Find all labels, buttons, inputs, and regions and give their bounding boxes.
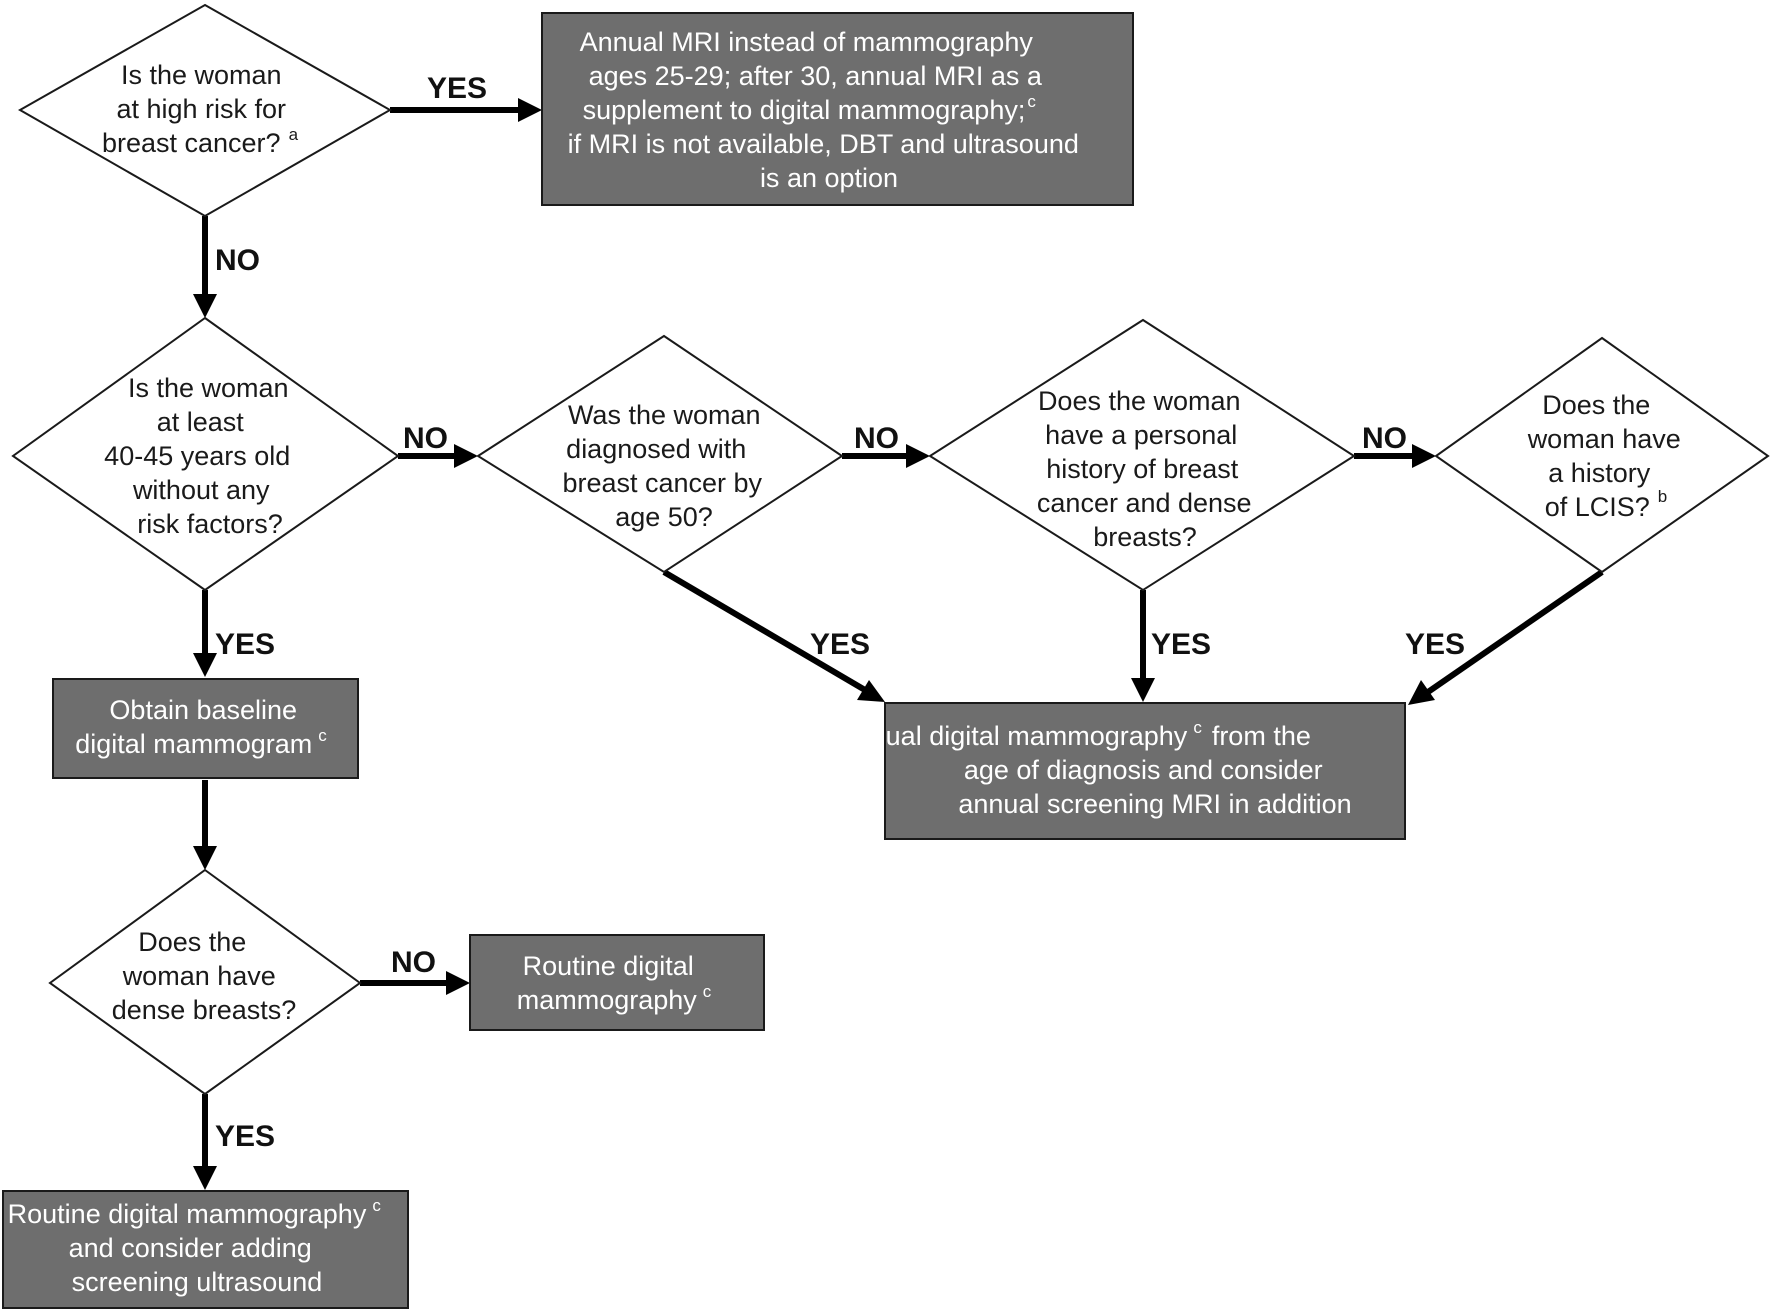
q-text: woman have bbox=[122, 961, 276, 991]
action-text: age of diagnosis and consider bbox=[964, 755, 1323, 785]
action-text: Obtain baseline bbox=[109, 695, 297, 725]
label-yes-dense: YES bbox=[215, 1120, 275, 1153]
footnote-marker: c bbox=[318, 726, 327, 745]
decision-diagnosed: Was the woman diagnosed with breast canc… bbox=[476, 334, 844, 574]
label-yes-age: YES bbox=[215, 628, 275, 661]
q-text: 40-45 years old bbox=[104, 441, 290, 471]
action-text: ages 25-29; after 30, annual MRI as a bbox=[589, 61, 1043, 91]
action-text: digital mammogram bbox=[75, 729, 312, 759]
q-text: risk factors? bbox=[137, 509, 283, 539]
label-yes-diagnosed: YES bbox=[810, 628, 870, 661]
svg-text:Obtain baseline digital: Obtain baseline digital mammogram c bbox=[75, 695, 327, 759]
footnote-marker: c bbox=[372, 1196, 381, 1215]
label-no-diagnosed: NO bbox=[854, 422, 899, 455]
q-text: at least bbox=[157, 407, 245, 437]
arrow-diagnosed-no bbox=[842, 444, 930, 468]
q-text: at high risk for bbox=[116, 94, 286, 124]
q-text: Is the woman bbox=[121, 60, 282, 90]
label-no-age: NO bbox=[403, 422, 448, 455]
action-baseline: Obtain baseline digital mammogram c bbox=[52, 678, 359, 779]
action-text: if MRI is not available, DBT and ultraso… bbox=[568, 129, 1079, 159]
q-text: without any bbox=[132, 475, 270, 505]
action-text: Annual MRI instead of mammography bbox=[580, 27, 1034, 57]
arrow-highrisk-yes bbox=[390, 98, 542, 122]
label-yes-personal: YES bbox=[1151, 628, 1211, 661]
action-text: is an option bbox=[760, 163, 898, 193]
decision-lcis: Does the woman have a history of LCIS? b bbox=[1434, 336, 1770, 574]
footnote-marker: c bbox=[1193, 718, 1202, 737]
arrow-age-yes bbox=[193, 590, 217, 677]
arrow-lcis-yes bbox=[1408, 569, 1604, 705]
q-text: have a personal bbox=[1045, 420, 1237, 450]
arrow-personal-yes bbox=[1131, 590, 1155, 702]
arrow-age-no bbox=[398, 444, 478, 468]
q-text: Does the bbox=[1542, 390, 1650, 420]
action-text: Annual digital mammography bbox=[838, 721, 1188, 751]
q-text: breast cancer? bbox=[102, 128, 281, 158]
action-routine-ultrasound: Routine digital mammography c and conside… bbox=[2, 1187, 409, 1309]
svg-text:Does the woman have: Does the woman have a history of LCIS? b bbox=[1527, 390, 1689, 522]
label-no-personal: NO bbox=[1362, 422, 1407, 455]
label-yes-highrisk: YES bbox=[427, 72, 487, 105]
branch-labels: YES NO NO NO NO YES YES YES YES NO YES bbox=[215, 72, 1465, 1153]
label-no-dense: NO bbox=[391, 946, 436, 979]
svg-text:Does the woman have a pe: Does the woman have a personal history o… bbox=[1037, 386, 1259, 552]
action-text: Routine digital bbox=[523, 951, 694, 981]
svg-text:Is the woman at high ris: Is the woman at high risk for breast can… bbox=[102, 60, 299, 158]
svg-text:Annual MRI instead of mammogra: Annual MRI instead of mammography ages 2… bbox=[568, 27, 1087, 193]
q-text: age 50? bbox=[615, 502, 713, 532]
connectors bbox=[193, 98, 1604, 1190]
label-yes-lcis: YES bbox=[1405, 628, 1465, 661]
decision-dense: Does the woman have dense breasts? bbox=[48, 868, 362, 1096]
q-text: woman have bbox=[1527, 424, 1681, 454]
q-text: cancer and dense bbox=[1037, 488, 1252, 518]
q-text: Does the bbox=[138, 927, 246, 957]
footnote-marker: c bbox=[1027, 92, 1036, 111]
svg-text:Was the woman diagnosed: Was the woman diagnosed with breast canc… bbox=[562, 400, 769, 532]
footnote-marker: a bbox=[289, 125, 299, 144]
action-annual: Annual digital mammography c from the age … bbox=[838, 702, 1406, 840]
decision-personal-history: Does the woman have a personal history o… bbox=[928, 318, 1356, 592]
q-text: Was the woman bbox=[568, 400, 761, 430]
label-no-highrisk: NO bbox=[215, 244, 260, 277]
q-text: breast cancer by bbox=[562, 468, 762, 498]
action-text: screening ultrasound bbox=[72, 1267, 323, 1297]
arrow-dense-no bbox=[360, 971, 470, 995]
action-text: from the bbox=[1212, 721, 1311, 751]
action-routine: Routine digital mammography c bbox=[469, 934, 765, 1031]
action-mri: Annual MRI instead of mammography ages 2… bbox=[541, 12, 1134, 206]
svg-text:Does the woman have: Does the woman have dense breasts? bbox=[112, 927, 297, 1025]
q-text: Does the woman bbox=[1038, 386, 1241, 416]
action-text: annual screening MRI in addition bbox=[958, 789, 1351, 819]
arrow-personal-no bbox=[1354, 444, 1436, 468]
q-text: Is the woman bbox=[128, 373, 289, 403]
arrow-baseline-dense bbox=[193, 780, 217, 870]
q-text: diagnosed with bbox=[566, 434, 746, 464]
q-text: history of breast bbox=[1046, 454, 1239, 484]
action-text: supplement to digital mammography; bbox=[583, 95, 1026, 125]
action-text: Routine digital mammography bbox=[8, 1199, 367, 1229]
q-text: dense breasts? bbox=[112, 995, 297, 1025]
action-text: and consider adding bbox=[69, 1233, 312, 1263]
footnote-marker: b bbox=[1658, 487, 1667, 506]
action-text: mammography bbox=[517, 985, 698, 1015]
decision-high-risk: Is the woman at high risk for breast can… bbox=[17, 3, 393, 218]
arrow-highrisk-no bbox=[193, 216, 217, 318]
footnote-marker: c bbox=[703, 982, 712, 1001]
q-text: of LCIS? bbox=[1545, 492, 1650, 522]
decision-age: Is the woman at least 40-45 years old wi… bbox=[11, 316, 400, 592]
q-text: breasts? bbox=[1093, 522, 1197, 552]
svg-text:Routine digital mammogra: Routine digital mammography c bbox=[517, 951, 712, 1015]
svg-text:Is the woman at least: Is the woman at least 40-45 years old wi… bbox=[104, 373, 298, 539]
arrow-dense-yes bbox=[193, 1094, 217, 1190]
arrow-diagnosed-yes bbox=[662, 569, 885, 702]
q-text: a history bbox=[1548, 458, 1651, 488]
